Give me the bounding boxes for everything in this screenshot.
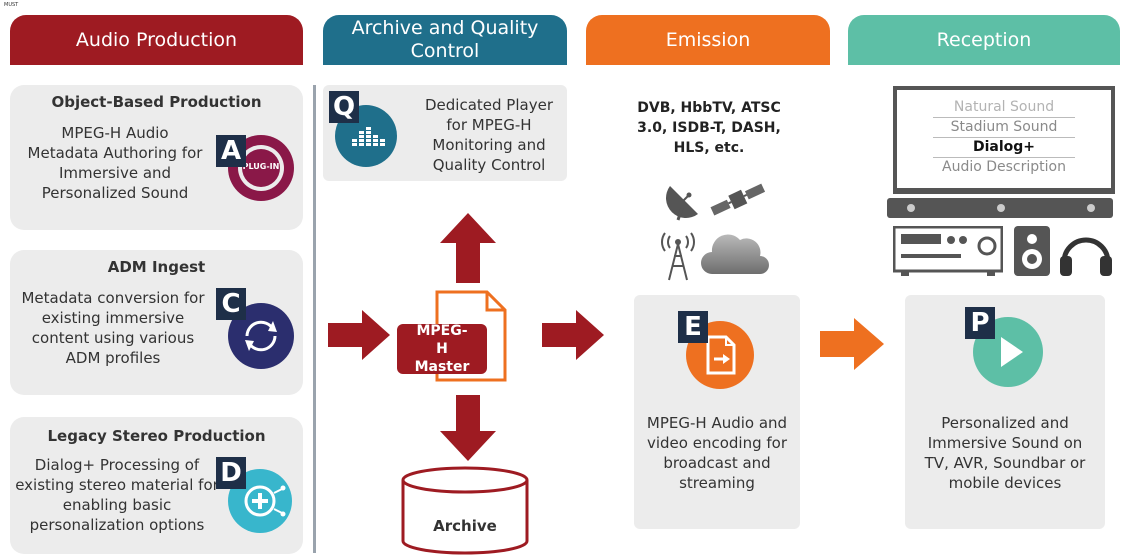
encoder-text: MPEG-H Audio and video encoding for broa…	[646, 414, 788, 492]
header-archive-label: Archive and Quality Control	[351, 17, 539, 62]
arrow-down-to-archive	[440, 395, 496, 461]
object-based-production-panel: Object-Based Production MPEG-H Audio Met…	[10, 85, 303, 230]
adm-ingest-title: ADM Ingest	[107, 258, 206, 276]
column-divider	[313, 85, 316, 553]
tv-menu-item: Stadium Sound	[933, 118, 1075, 138]
encoder-panel: E MPEG-H Audio and video encoding for br…	[634, 295, 800, 529]
tv-screen	[893, 86, 1115, 194]
badge-c: C	[216, 288, 246, 320]
tv-menu-item-selected: Dialog+	[933, 138, 1075, 158]
satellite-icon	[710, 183, 766, 216]
header-audio-production-label: Audio Production	[75, 28, 238, 51]
adm-ingest-text: Metadata conversion for existing immersi…	[21, 289, 205, 367]
corner-mark: MUST	[4, 2, 19, 8]
badge-q: Q	[329, 91, 359, 123]
tv-base	[893, 188, 1115, 194]
arrow-emission-to-reception	[820, 318, 884, 370]
encode-document-icon	[686, 321, 754, 389]
header-emission-label: Emission	[665, 28, 751, 51]
cloud-icon	[701, 234, 769, 274]
badge-a: A	[216, 135, 246, 167]
satellite-dish-icon	[666, 186, 698, 221]
archive-cylinder-icon	[401, 466, 529, 555]
soundbar-icon	[887, 198, 1113, 218]
object-based-production-title: Object-Based Production	[51, 93, 262, 111]
arrow-master-to-emission	[542, 310, 604, 360]
tv-menu-item: Audio Description	[942, 159, 1066, 175]
header-emission: Emission	[586, 15, 830, 65]
header-archive-quality-control: Archive and Quality Control	[323, 15, 567, 65]
legacy-stereo-title: Legacy Stereo Production	[47, 427, 266, 445]
badge-p: P	[965, 307, 995, 339]
arrow-up-to-player	[440, 213, 496, 283]
legacy-stereo-text: Dialog+ Processing of existing stereo ma…	[15, 456, 219, 534]
qc-player-panel: Q Dedicated Player for MPEG-H Monitoring…	[323, 85, 567, 181]
radio-tower-icon	[661, 232, 695, 281]
mpeg-h-master-label: MPEG-H Master	[397, 323, 487, 375]
adm-ingest-panel: ADM Ingest Metadata conversion for exist…	[10, 250, 303, 395]
speaker-icon	[1014, 226, 1050, 276]
emission-standards-text: DVB, HbbTV, ATSC 3.0, ISDB-T, DASH, HLS,…	[637, 100, 781, 156]
badge-d: D	[216, 457, 246, 489]
convert-cycle-icon	[228, 303, 294, 369]
header-reception-label: Reception	[936, 28, 1032, 51]
archive-label: Archive	[433, 517, 497, 535]
reception-player-text: Personalized and Immersive Sound on TV, …	[924, 414, 1086, 492]
qc-player-text: Dedicated Player for MPEG-H Monitoring a…	[425, 96, 553, 174]
badge-e: E	[678, 311, 708, 343]
avr-receiver-icon	[893, 226, 1003, 276]
header-reception: Reception	[848, 15, 1120, 65]
legacy-stereo-panel: Legacy Stereo Production Dialog+ Process…	[10, 417, 303, 554]
arrow-production-to-master	[328, 310, 390, 360]
tv-menu-item: Natural Sound	[933, 98, 1075, 118]
plug-in-label: PLUG-IN	[242, 162, 280, 171]
header-audio-production: Audio Production	[10, 15, 303, 65]
reception-player-panel: P Personalized and Immersive Sound on TV…	[905, 295, 1105, 529]
headphones-icon	[1060, 237, 1112, 276]
object-based-production-text: MPEG-H Audio Metadata Authoring for Imme…	[27, 124, 203, 202]
mpeg-h-master-text: MPEG-H Master	[414, 323, 470, 375]
